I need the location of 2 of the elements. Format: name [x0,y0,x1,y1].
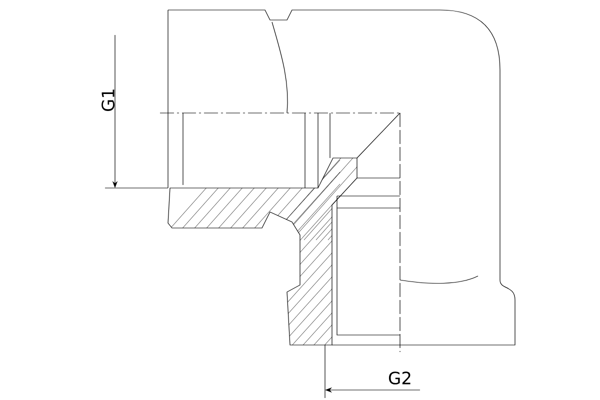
dimension-label: G2 [388,372,410,384]
dimension-label: G1 [102,90,114,112]
